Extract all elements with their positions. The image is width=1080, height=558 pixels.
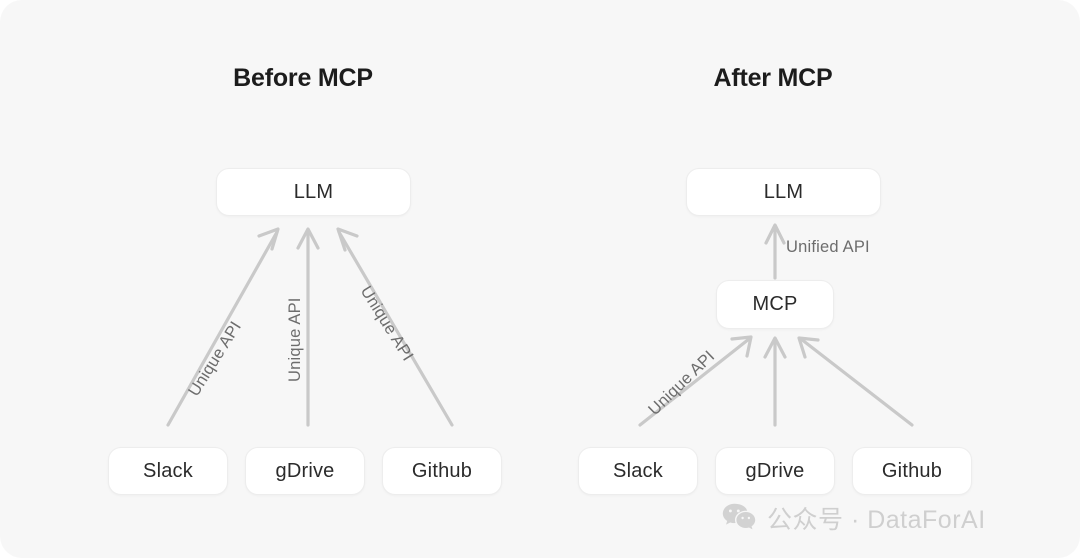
node-gdrive-after[interactable]: gDrive xyxy=(715,447,835,495)
watermark-text: 公众号 · DataForAI xyxy=(767,506,986,534)
edge-label-unique-api-github-before: Unique API xyxy=(356,283,417,365)
watermark: 公众号 · DataForAI xyxy=(722,500,986,536)
edge-label-unified-api: Unified API xyxy=(786,238,870,256)
node-github-after[interactable]: Github xyxy=(852,447,972,495)
node-mcp[interactable]: MCP xyxy=(716,280,834,329)
edge-label-unique-api-slack-after: Unique API xyxy=(645,347,719,419)
edge-label-unique-api-slack-before: Unique API xyxy=(185,318,246,400)
panel-title-before-mcp: Before MCP xyxy=(233,64,373,92)
node-gdrive-before[interactable]: gDrive xyxy=(245,447,365,495)
node-slack-before[interactable]: Slack xyxy=(108,447,228,495)
node-github-before[interactable]: Github xyxy=(382,447,502,495)
node-llm-after[interactable]: LLM xyxy=(686,168,881,216)
node-llm-before[interactable]: LLM xyxy=(216,168,411,216)
panel-title-after-mcp: After MCP xyxy=(713,64,833,92)
node-slack-after[interactable]: Slack xyxy=(578,447,698,495)
wechat-icon xyxy=(722,503,756,530)
edge-label-unique-api-gdrive-before: Unique API xyxy=(286,297,304,382)
